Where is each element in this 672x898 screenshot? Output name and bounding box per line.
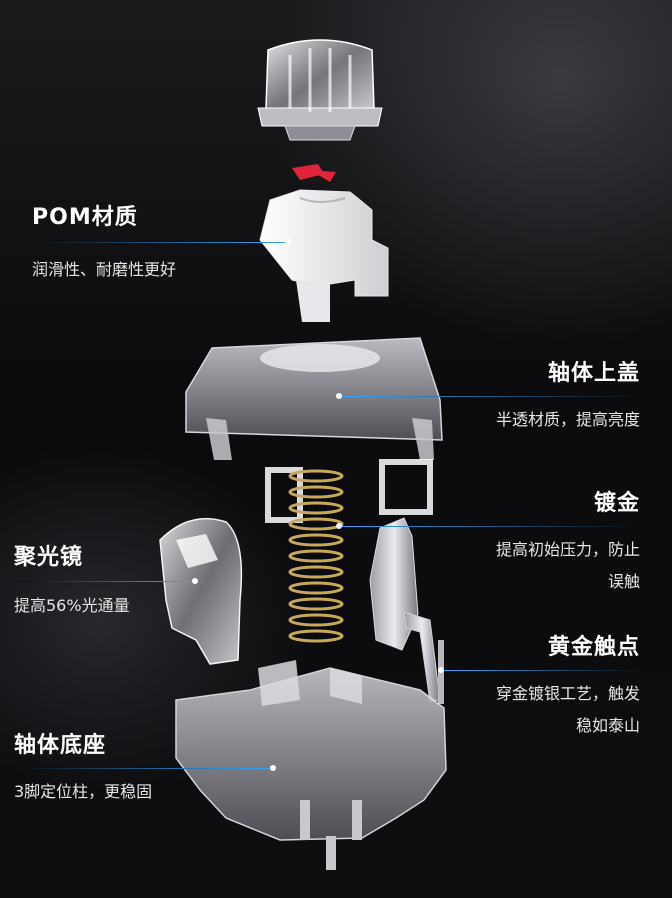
led-cap <box>257 39 383 141</box>
gold-plating-desc-line2: 误触 <box>607 572 640 591</box>
guide-dot-pom <box>285 239 291 245</box>
guide-lens <box>14 581 194 582</box>
guide-gold-contact <box>442 670 640 671</box>
pom-stem <box>259 189 389 322</box>
gold-plating-desc-line1: 提高初始压力，防止 <box>495 540 640 559</box>
lens-title: 聚光镜 <box>14 545 84 570</box>
top-cover-title: 轴体上盖 <box>547 361 640 386</box>
pom-title: POM材质 <box>32 205 138 230</box>
switch-base <box>175 660 447 870</box>
guide-pom <box>32 242 288 243</box>
gold-contact-desc-line2: 稳如泰山 <box>575 716 640 735</box>
guide-dot-base <box>270 765 276 771</box>
guide-top-cover <box>340 396 640 397</box>
guide-dot-gold-plating <box>336 523 342 529</box>
guide-dot-top-cover <box>336 393 342 399</box>
light-lens <box>159 517 243 665</box>
base-title: 轴体底座 <box>14 733 107 758</box>
gold-contact-desc-line1: 穿金镀银工艺，触发 <box>495 684 640 703</box>
base-desc: 3脚定位柱，更稳固 <box>14 782 153 801</box>
lens-desc: 提高56%光通量 <box>14 596 130 615</box>
gold-plating-title: 镀金 <box>593 491 640 516</box>
gold-contact-title: 黄金触点 <box>547 635 640 660</box>
pom-desc: 润滑性、耐磨性更好 <box>32 260 177 279</box>
gold-contact-leaf <box>369 517 444 704</box>
gold-spring <box>288 469 344 643</box>
guide-dot-gold-contact <box>438 667 444 673</box>
red-indicator <box>292 164 336 182</box>
guide-dot-lens <box>192 578 198 584</box>
top-cover-desc: 半透材质，提高亮度 <box>495 410 640 429</box>
top-cover <box>185 337 443 523</box>
guide-base <box>14 768 272 769</box>
guide-gold-plating <box>340 526 640 527</box>
